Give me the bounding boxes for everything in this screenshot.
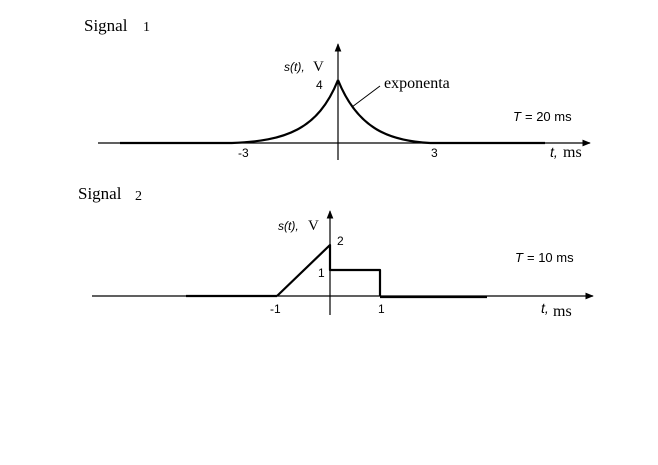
signal-2-y-tick-1: 1 (318, 266, 325, 280)
signal-1-panel: Signal 1 s(t), V 4 exponenta T = 20 ms -… (84, 16, 591, 161)
signal-2-y-label-func: s(t), (278, 219, 299, 233)
signal-1-x-tick-neg: -3 (238, 146, 249, 160)
signal-1-x-label-unit: ms (563, 144, 582, 161)
signal-1-y-label-func: s(t), (284, 60, 305, 74)
signal-1-curve-label: exponenta (384, 75, 450, 92)
signal-2-x-label-unit: ms (553, 303, 572, 320)
signal-1-x-tick-pos: 3 (431, 146, 438, 160)
signal-2-y-label-unit: V (308, 218, 319, 234)
signal-2-y-tick-2: 2 (337, 234, 344, 248)
signal-2-x-tick-pos: 1 (378, 302, 385, 316)
signal-2-period-value: = 10 ms (527, 250, 574, 265)
signal-2-title-number: 2 (135, 189, 142, 204)
signal-2-period-var: T (515, 250, 524, 265)
signal-2-x-label-var: t, (541, 300, 549, 316)
signal-2-x-tick-neg: -1 (270, 302, 281, 316)
signal-1-period-var: T (513, 109, 522, 124)
signal-2-panel: Signal 2 s(t), V 2 1 T = 10 ms -1 1 t, m… (78, 184, 594, 320)
signal-1-peak-label: 4 (316, 78, 323, 92)
signal-2-ramp-and-step (276, 243, 382, 297)
signal-1-exponent-left (231, 79, 340, 145)
signal-1-x-label-var: t, (550, 144, 558, 160)
signal-1-title-word: Signal (84, 16, 128, 35)
signal-1-y-label-unit: V (313, 59, 324, 75)
signal-1-leader-line (351, 85, 381, 108)
signal-1-title-number: 1 (143, 20, 150, 35)
signal-2-title-word: Signal (78, 184, 122, 203)
signal-1-exponent-right (336, 79, 431, 145)
signal-1-period-value: = 20 ms (525, 109, 572, 124)
